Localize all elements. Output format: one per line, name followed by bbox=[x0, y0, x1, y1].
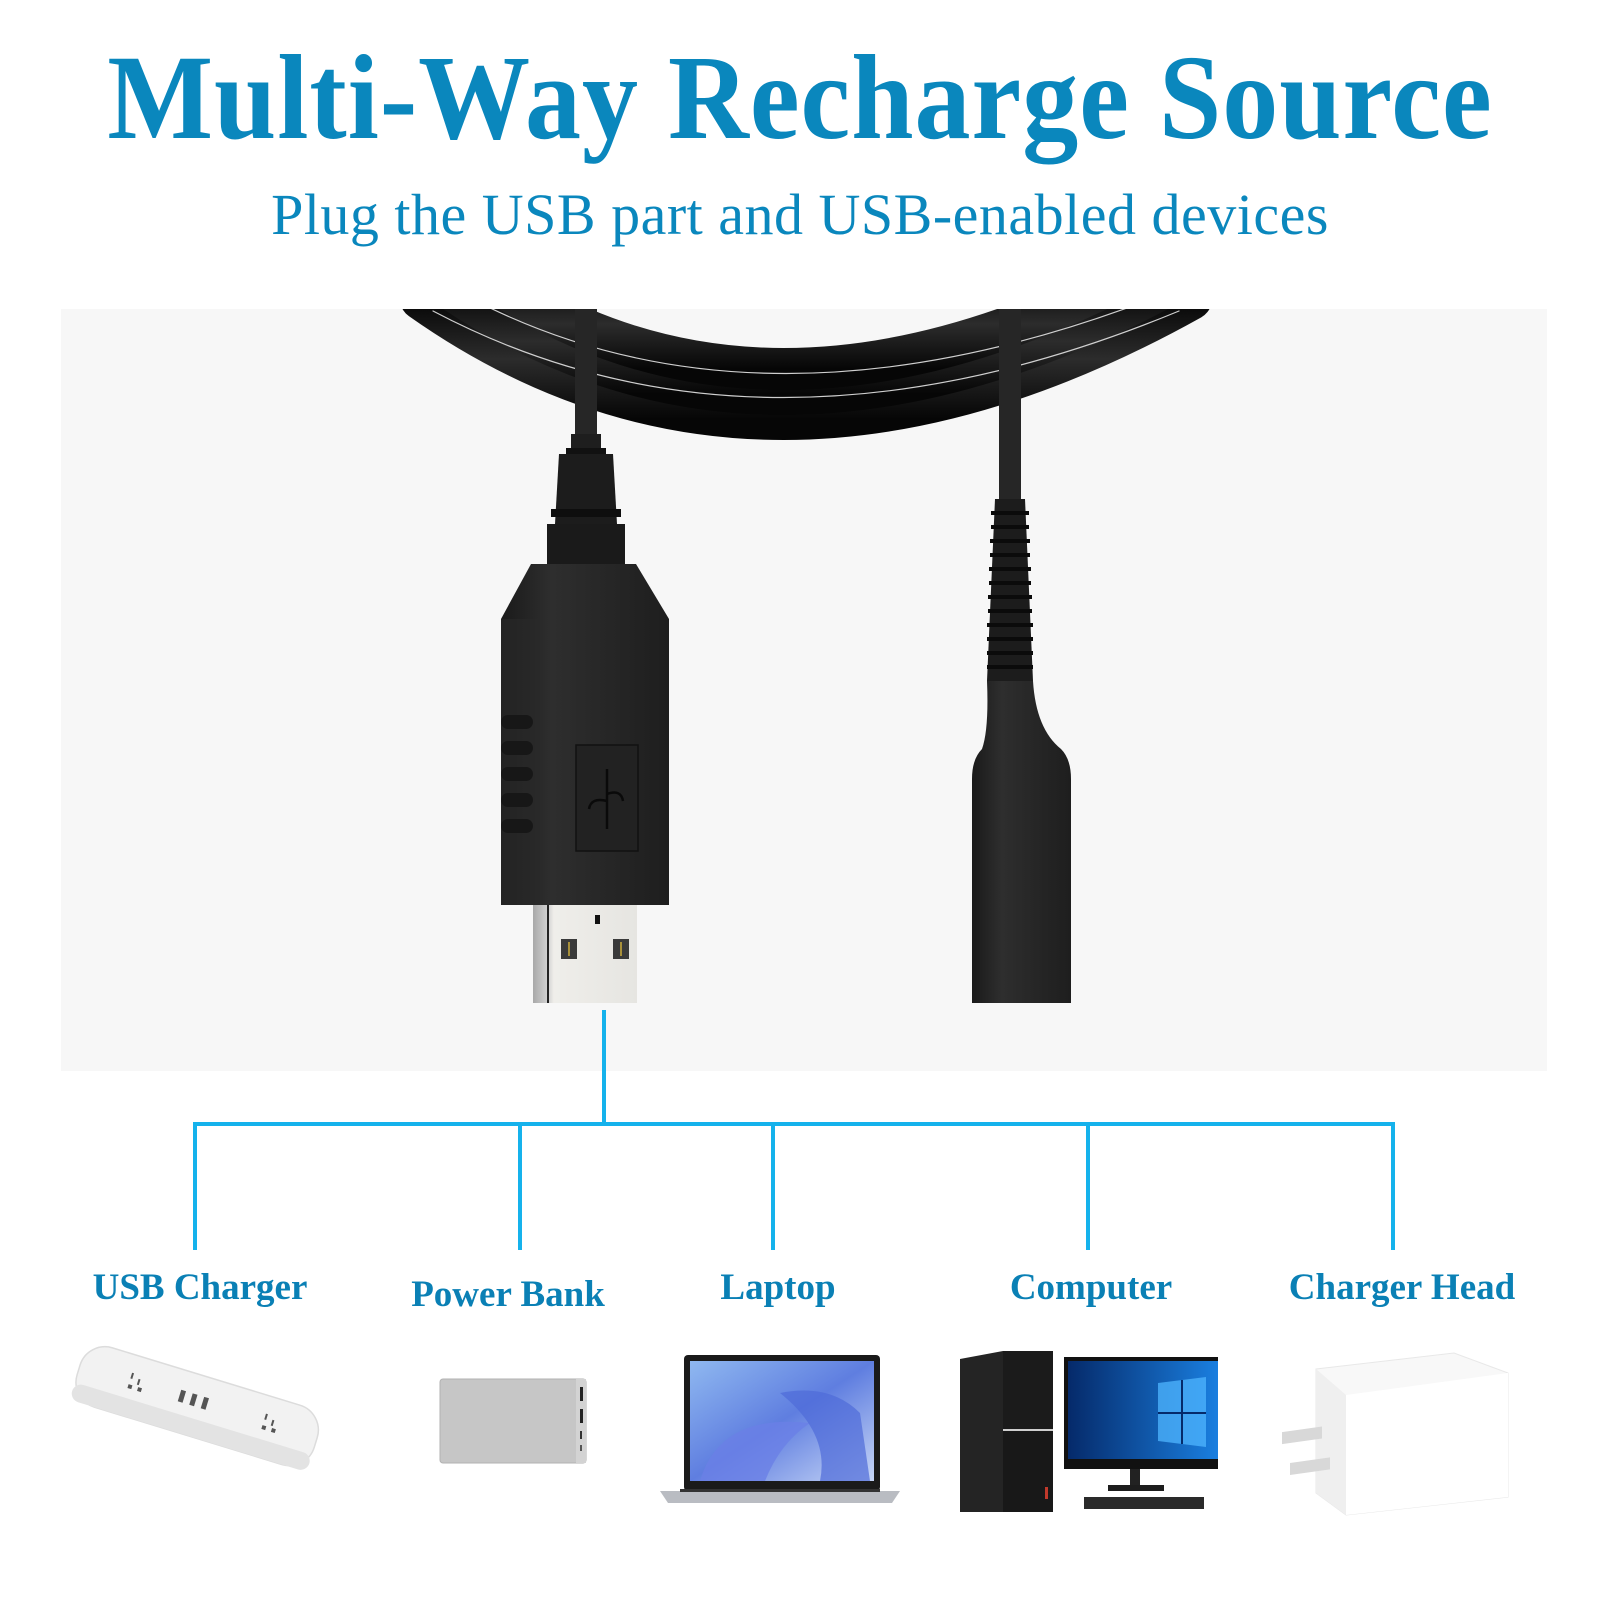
power-bank-icon bbox=[438, 1377, 588, 1471]
usb-symbol-icon bbox=[587, 769, 625, 829]
label-power-bank: Power Bank bbox=[411, 1274, 605, 1315]
label-charger-head: Charger Head bbox=[1288, 1267, 1516, 1308]
strain-relief-ridges bbox=[987, 499, 1033, 681]
label-computer: Computer bbox=[1009, 1267, 1173, 1308]
power-strip-icon bbox=[66, 1345, 326, 1479]
label-laptop: Laptop bbox=[720, 1267, 836, 1308]
label-usb-charger: USB Charger bbox=[92, 1267, 308, 1308]
desktop-computer-icon bbox=[958, 1347, 1222, 1521]
product-image-panel bbox=[61, 309, 1547, 1071]
page-title: Multi-Way Recharge Source bbox=[107, 31, 1493, 165]
usb-cable-illustration bbox=[402, 309, 1210, 1003]
coiled-cable bbox=[402, 309, 1210, 440]
wall-charger-icon bbox=[1276, 1347, 1516, 1521]
page-subtitle: Plug the USB part and USB-enabled device… bbox=[271, 182, 1329, 247]
laptop-icon bbox=[660, 1353, 900, 1507]
grip-ridges bbox=[501, 715, 533, 833]
